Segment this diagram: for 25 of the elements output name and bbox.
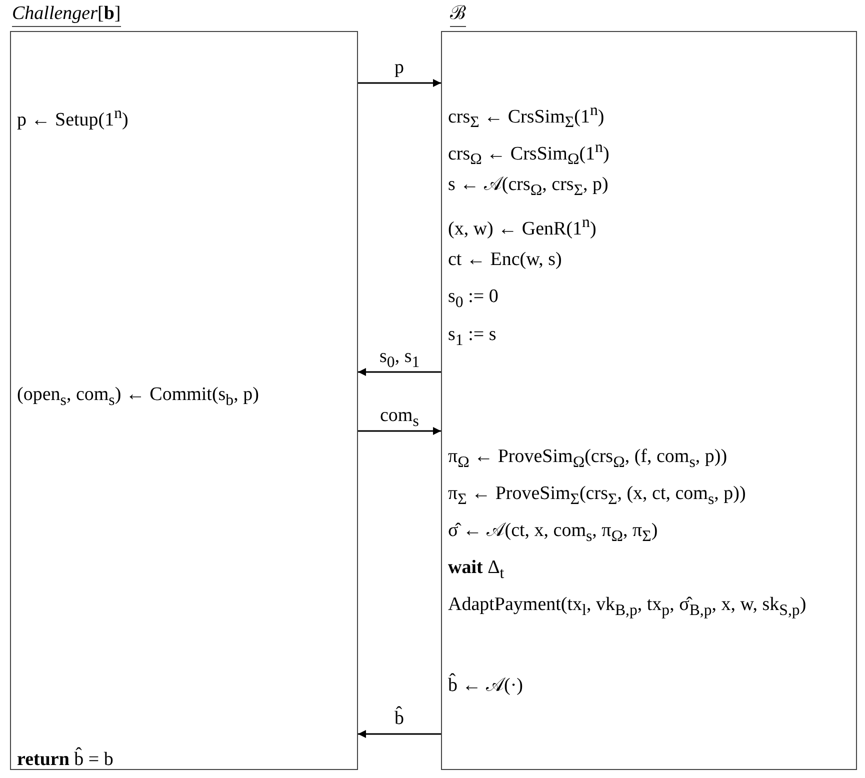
statement-text: π$_{Σ}$ ← ProveSim$_{Σ}$(crs$_{Σ}$, (x, ct, com$_{s}$, p)) [448,483,746,510]
edge-label: com$_{s}$ [380,406,419,432]
statement-text: p ← Setup(1$^{n}$) [17,104,128,132]
party-title: Challenger[b] [12,2,121,27]
arrow [358,368,441,376]
statement-text: σ̂ ← 𝒜(ct, x, com$_{s}$, π$_{Ω}$, π$_{Σ}$) [448,520,658,547]
edge-label: s$_{0}$, s$_{1}$ [380,347,420,373]
arrow [358,427,441,435]
statement-text: (x, w) ← GenR(1$^{n}$) [448,213,596,240]
statement-text: crs$_{Ω}$ ← CrsSim$_{Ω}$(1$^{n}$) [448,138,610,170]
statement-text: b̂ ← 𝒜(·) [448,675,523,697]
edge-label: p [394,58,404,78]
statement-text: s ← 𝒜(crs$_{Ω}$, crs$_{Σ}$, p) [448,174,608,201]
statement-text: wait Δ$_{t}$ [448,557,504,584]
statement-text: return b̂ = b [17,749,114,771]
statement-text: AdaptPayment(tx$_{l}$, vk$_{B,p}$, tx$_{p}$, σ̂$_{B,p}$, x, w, sk$_{S,p}$) [448,594,808,621]
statement-text: (open$_{s}$, com$_{s}$) ← Commit(s$_{b}$, p) [17,384,259,411]
statement-text: crs$_{Σ}$ ← CrsSim$_{Σ}$(1$^{n}$) [448,101,604,134]
arrow [358,79,441,87]
statement-text: s$_{1}$ := s [448,324,496,351]
statement-text: s$_{0}$ := 0 [448,286,498,313]
party-title: ℬ [450,2,466,27]
arrow [358,730,441,738]
statement-text: π$_{Ω}$ ← ProveSim$_{Ω}$(crs$_{Ω}$, (f, com$_{s}$, p)) [448,446,728,473]
statement-text: ct ← Enc(w, s) [448,249,562,271]
